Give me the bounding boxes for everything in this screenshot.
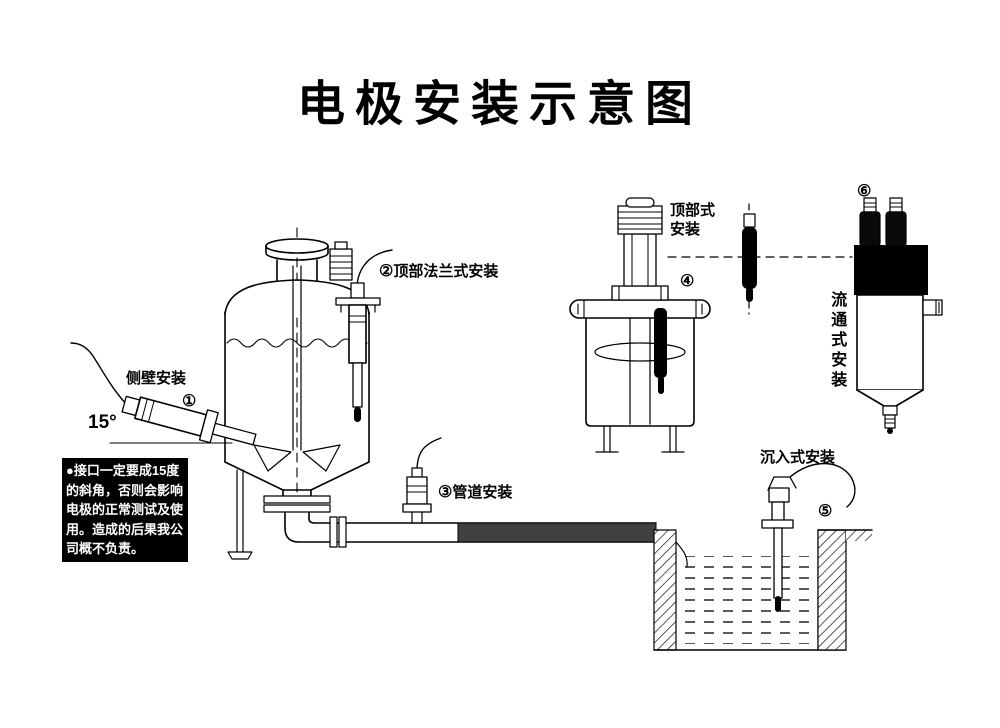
connector-icon (859, 211, 881, 247)
note-line-3: 电极的正常测试及使 (66, 502, 184, 517)
pipeline-drawing (284, 511, 657, 548)
liquid-surface (594, 342, 686, 362)
side-nipple (922, 299, 943, 316)
note-line-4: 用。造成的后果我公 (66, 521, 184, 537)
main-tank-drawing (224, 227, 370, 560)
label-pipeline-text: 管道安装 (452, 484, 513, 501)
page-title: 电极安装示意图 (296, 78, 703, 131)
stirrer-blade-icon (253, 444, 292, 472)
side-wall-electrode-drawing (70, 342, 257, 446)
cable-line (416, 437, 442, 472)
electrode-rod (654, 308, 667, 378)
num-top-flange: ② (379, 263, 394, 280)
pipeline-electrode-drawing (402, 437, 442, 524)
liquid-level-line (226, 338, 368, 348)
water-dashes (676, 556, 818, 644)
connector-icon (885, 211, 907, 247)
num-side-wall: ① (182, 393, 197, 410)
ribbed-plug-icon (329, 248, 353, 281)
note-line-1: ●接口一定要成15度 (66, 463, 180, 478)
top-type-assembly-drawing (569, 197, 711, 453)
label-top-flange: ②顶部法兰式安装 (379, 262, 498, 281)
flow-through-unit-drawing (854, 197, 943, 434)
num-pipeline: ③ (438, 484, 453, 501)
label-angle-15: 15° (88, 412, 117, 433)
pit-ground-drawing (653, 529, 873, 651)
label-top-type-line2: 安装 (670, 221, 701, 238)
cable-line (789, 462, 856, 508)
probe-electrode-drawing (667, 203, 853, 315)
label-submerged: 沉入式安装 (760, 449, 836, 466)
note-box: ●接口一定要成15度 的斜角，否则会影响 电极的正常测试及使 用。造成的后果我公… (62, 458, 188, 562)
top-flange-electrode-drawing (335, 249, 393, 422)
num-submerged: ⑤ (818, 503, 833, 520)
cable-line (70, 342, 129, 407)
label-side-wall: 侧壁安装 (126, 370, 187, 387)
note-line-2: 的斜角，否则会影响 (66, 482, 184, 498)
label-top-flange-text: 顶部法兰式安装 (393, 263, 499, 280)
note-line-5: 司概不负责。 (66, 541, 145, 556)
stirrer-blade-icon (302, 444, 341, 472)
num-top-type: ④ (680, 273, 695, 290)
label-pipeline: ③管道安装 (438, 483, 512, 502)
submerged-electrode-drawing (761, 462, 856, 612)
label-flow-through: 流通式安装 (828, 291, 846, 391)
num-flow-through: ⑥ (857, 183, 872, 200)
label-top-type-line1: 顶部式 (670, 202, 716, 219)
electrode-rod (742, 227, 757, 289)
